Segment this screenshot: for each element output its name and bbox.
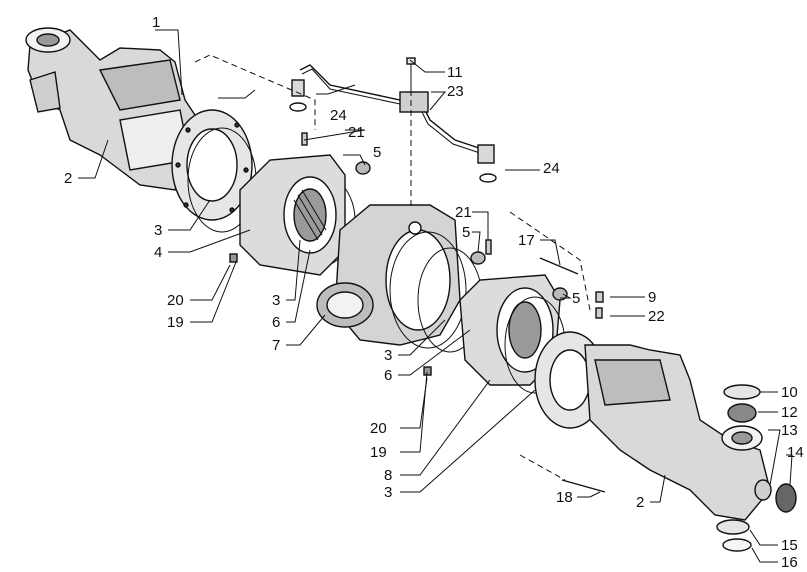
callout-14: 14 [787, 444, 804, 461]
washer-24-right [479, 173, 497, 183]
callout-1: 1 [152, 14, 160, 31]
washer-10 [723, 384, 761, 400]
assembly-line-right [509, 211, 591, 311]
callout-15: 15 [781, 537, 798, 554]
right-axle-housing [534, 331, 771, 521]
pin-13 [754, 479, 772, 501]
callout-5-a: 5 [373, 144, 381, 161]
callout-5-c: 5 [572, 290, 580, 307]
right-bearing-housing [459, 274, 561, 386]
callout-19-right: 19 [370, 444, 387, 461]
left-bearing-housing [239, 154, 346, 276]
callout-23: 23 [447, 83, 464, 100]
callout-9: 9 [648, 289, 656, 306]
callout-5-b: 5 [462, 224, 470, 241]
callout-24-right: 24 [543, 160, 560, 177]
callout-17: 17 [518, 232, 535, 249]
pipe-fitting-left [291, 79, 305, 97]
pipe-block [399, 91, 429, 113]
callout-13: 13 [781, 422, 798, 439]
callout-21-left: 21 [348, 124, 365, 141]
fitting-22 [595, 307, 603, 319]
left-axle-housing [25, 27, 196, 191]
plug-5-a [355, 161, 371, 175]
stud-18 [561, 479, 606, 493]
screw-20-right [423, 366, 432, 376]
left-flange [171, 109, 253, 221]
assembly-line-left [194, 54, 316, 130]
bearing-14 [775, 483, 797, 513]
callout-7: 7 [272, 337, 280, 354]
callout-11: 11 [447, 64, 463, 81]
callout-6-a: 6 [272, 314, 280, 331]
screw-20-left [229, 253, 238, 263]
callout-2-right: 2 [636, 494, 644, 511]
o-ring-center [389, 231, 467, 349]
washer-24-left [289, 102, 307, 112]
callout-3-a: 3 [154, 222, 162, 239]
callout-20-left: 20 [167, 292, 184, 309]
callout-10: 10 [781, 384, 798, 401]
callout-16: 16 [781, 554, 798, 571]
callout-22: 22 [648, 308, 665, 325]
plug-5-b [470, 251, 486, 265]
callout-21-right: 21 [455, 204, 472, 221]
callout-24-left: 24 [330, 107, 347, 124]
leader-lines [78, 29, 793, 563]
assembly-line-bottom [519, 454, 566, 481]
callout-4: 4 [154, 244, 162, 261]
plug-5-c [552, 287, 568, 301]
callout-3-d: 3 [384, 484, 392, 501]
callout-3-c: 3 [384, 347, 392, 364]
pipe-fitting-right [477, 144, 495, 164]
washer-16 [722, 538, 752, 552]
callout-3-b: 3 [272, 292, 280, 309]
stud-17 [539, 257, 579, 275]
bearing-12 [727, 403, 757, 423]
callout-19-left: 19 [167, 314, 184, 331]
callout-20-right: 20 [370, 420, 387, 437]
bleeder-21-right [485, 239, 492, 255]
callout-2-left: 2 [64, 170, 72, 187]
bleeder-21-left [301, 132, 308, 146]
callout-6-b: 6 [384, 367, 392, 384]
callout-8: 8 [384, 467, 392, 484]
seal-15 [716, 519, 750, 535]
callout-18: 18 [556, 489, 573, 506]
fitting-9 [595, 291, 604, 303]
callout-12: 12 [781, 404, 798, 421]
